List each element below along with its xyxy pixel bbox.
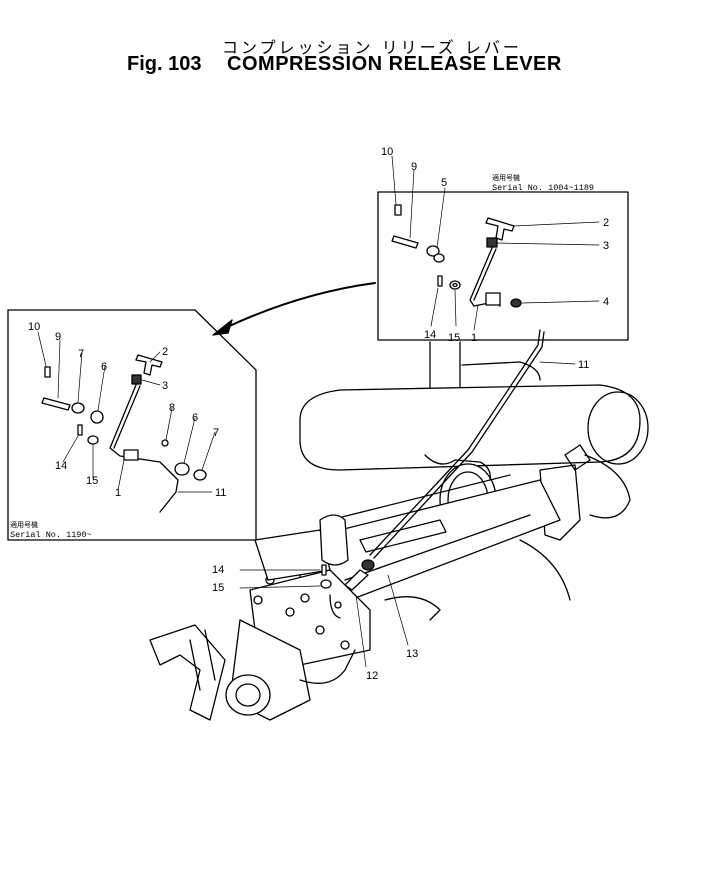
callout-15-main: 15 xyxy=(212,582,224,594)
part-6-bushing-b xyxy=(90,410,104,424)
callout-1: 1 xyxy=(471,332,477,344)
upper-detail-frame xyxy=(377,191,629,341)
lower-detail-box xyxy=(7,309,257,541)
part-5-bushing xyxy=(426,245,445,263)
callout-9: 9 xyxy=(411,161,417,173)
callout-1-b: 1 xyxy=(115,487,121,499)
side-pipe xyxy=(149,624,226,721)
muffler-body xyxy=(299,384,641,471)
muffler-end xyxy=(587,391,649,465)
callout-14: 14 xyxy=(424,329,436,341)
callout-7-c: 7 xyxy=(213,427,219,439)
callout-15-b: 15 xyxy=(86,475,98,487)
part-2-knob xyxy=(485,217,515,241)
part-14-pin-main xyxy=(321,564,327,576)
callout-10-b: 10 xyxy=(28,321,40,333)
part-8-pin-b xyxy=(161,439,169,447)
part-2-knob-b xyxy=(135,354,163,376)
part-12-lever xyxy=(329,569,369,619)
part-14-pin-b xyxy=(77,424,83,436)
lower-leader-lines xyxy=(37,331,216,493)
upper-callouts: 10 9 5 2 3 4 14 15 1 適用号機 Serial No. 100… xyxy=(381,146,609,344)
callout-5: 5 xyxy=(441,177,447,189)
callout-14-b: 14 xyxy=(55,460,67,472)
main-leader-lines xyxy=(239,361,576,668)
part-15-washer-main xyxy=(320,579,332,589)
callout-15: 15 xyxy=(448,332,460,344)
callout-4: 4 xyxy=(603,296,609,308)
pulley xyxy=(225,674,271,716)
callout-2: 2 xyxy=(603,217,609,229)
arrow-head xyxy=(212,319,233,336)
part-6-bushing-c xyxy=(174,462,190,476)
lower-callouts: 10 9 7 6 2 3 8 6 7 14 15 1 11 適用号機 Seria… xyxy=(10,321,226,540)
callout-3: 3 xyxy=(603,240,609,252)
part-7-washer-c xyxy=(193,469,207,481)
callout-8-b: 8 xyxy=(169,402,175,414)
part-9-pin-b xyxy=(41,397,71,411)
part-7-washer-b xyxy=(71,402,85,414)
part-10-pin xyxy=(394,204,402,216)
callout-9-b: 9 xyxy=(55,331,61,343)
main-callouts: 11 14 15 12 13 xyxy=(212,359,589,682)
upper-applicable-label: 適用号機 xyxy=(492,173,520,182)
callout-6-c: 6 xyxy=(192,412,198,424)
part-3-nut-b xyxy=(131,374,142,385)
upper-detail-box xyxy=(377,155,629,341)
part-11-rod xyxy=(369,329,541,556)
upper-serial-range: Serial No. 1004~1189 xyxy=(492,183,594,193)
part-13-fitting xyxy=(361,559,375,571)
callout-14-main: 14 xyxy=(212,564,224,576)
part-3-nut xyxy=(486,237,498,248)
callout-11: 11 xyxy=(578,359,589,371)
lower-serial-range: Serial No. 1190~ xyxy=(10,530,92,540)
figure-title: Fig. 103 COMPRESSION RELEASE LEVER xyxy=(127,53,562,76)
part-14-pin xyxy=(437,275,443,287)
callout-10: 10 xyxy=(381,146,393,158)
part-15-washer-b xyxy=(87,435,99,445)
callout-3-b: 3 xyxy=(162,380,168,392)
reference-arrow xyxy=(224,282,376,329)
callout-12: 12 xyxy=(366,670,378,682)
fuel-pump xyxy=(254,529,331,581)
figure-name: COMPRESSION RELEASE LEVER xyxy=(227,53,562,75)
part-1-lever-b xyxy=(109,384,179,513)
part-9-pin xyxy=(391,235,419,249)
callout-13: 13 xyxy=(406,648,418,660)
callout-6-b: 6 xyxy=(101,361,107,373)
callout-7-b: 7 xyxy=(78,348,84,360)
lower-applicable-label: 適用号機 xyxy=(10,520,38,529)
upper-leader-lines xyxy=(391,155,600,331)
callout-2-b: 2 xyxy=(162,346,168,358)
part-1-lever xyxy=(469,247,501,307)
part-10-pin-b xyxy=(44,366,51,378)
lower-detail-frame xyxy=(7,309,257,541)
part-15-washer xyxy=(449,280,461,290)
part-4-nut xyxy=(510,298,522,308)
figure-number: Fig. 103 xyxy=(127,53,202,75)
machine-assembly xyxy=(149,329,649,721)
title-japanese: コンプレッション リリーズ レバー xyxy=(222,38,522,57)
callout-11-b: 11 xyxy=(215,487,226,499)
